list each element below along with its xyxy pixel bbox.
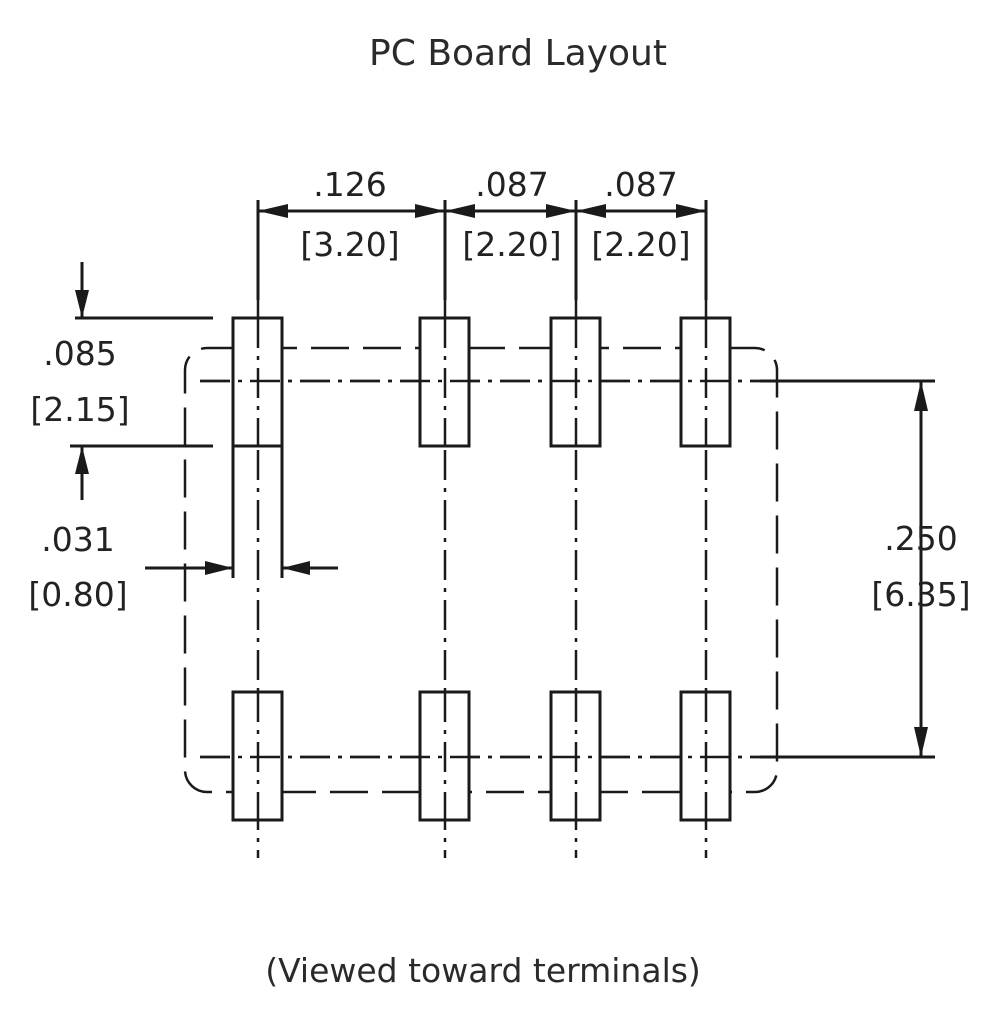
arrow-pad-length-bottom (75, 446, 89, 474)
arrow-pad-width-right (282, 561, 310, 575)
arrow-pitch-2-left (445, 204, 475, 218)
arrow-pad-length-top (75, 290, 89, 318)
arrow-row-spacing-top (914, 381, 928, 411)
arrow-pad-width-left (205, 561, 233, 575)
pad-width-mm: [0.80] (28, 575, 128, 614)
pad-length-mm: [2.15] (30, 390, 130, 429)
pitch-first-mm: [3.20] (300, 225, 400, 264)
row-spacing-inch: .250 (884, 519, 958, 558)
drawing-caption: (Viewed toward terminals) (265, 951, 701, 990)
arrow-pitch-2-right (546, 204, 576, 218)
arrow-pitch-1-right (415, 204, 445, 218)
pitch-third-mm: [2.20] (591, 225, 691, 264)
pitch-first-inch: .126 (313, 165, 387, 204)
pitch-second-mm: [2.20] (462, 225, 562, 264)
pitch-second-inch: .087 (475, 165, 549, 204)
arrow-row-spacing-bottom (914, 727, 928, 757)
pad-width-inch: .031 (41, 520, 115, 559)
arrow-pitch-3-left (576, 204, 606, 218)
drawing-title: PC Board Layout (369, 33, 667, 74)
row-spacing-mm: [6.35] (871, 575, 971, 614)
pitch-third-inch: .087 (604, 165, 678, 204)
arrow-pitch-1-left (258, 204, 288, 218)
component-outline (183, 346, 779, 794)
pad-length-inch: .085 (43, 334, 117, 373)
arrow-pitch-3-right (676, 204, 706, 218)
